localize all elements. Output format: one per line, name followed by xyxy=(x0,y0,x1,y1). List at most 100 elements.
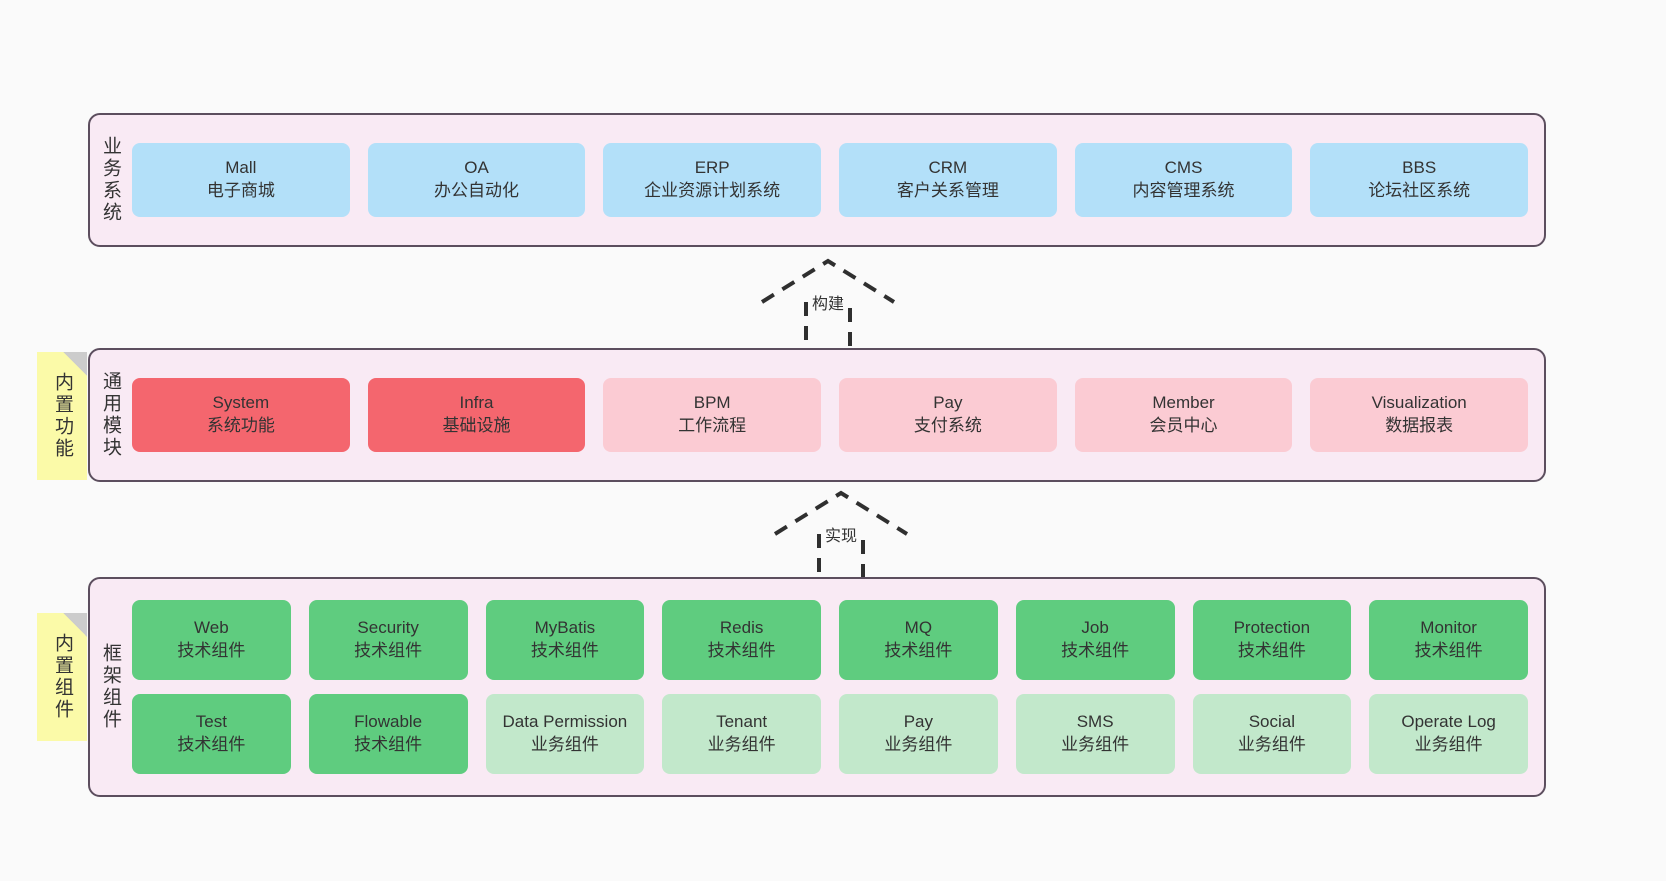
module-card-subtitle: 基础设施 xyxy=(442,416,511,435)
component-card-title: Web xyxy=(194,618,229,638)
component-card-protection[interactable]: Protection 技术组件 xyxy=(1192,600,1352,680)
component-card-title: Flowable xyxy=(354,712,423,732)
component-card-data-permission[interactable]: Data Permission 业务组件 xyxy=(485,694,645,774)
component-card-title: Protection xyxy=(1233,618,1311,638)
module-card-title: Mall xyxy=(225,158,257,178)
module-card-title: CRM xyxy=(928,158,968,178)
component-card-web[interactable]: Web 技术组件 xyxy=(132,600,291,680)
layer-framework-components: 框架组件 Web 技术组件 Security 技术组件 MyBatis 技术组件… xyxy=(88,577,1546,797)
arrow-shaft-shape xyxy=(817,534,865,584)
component-card-pay[interactable]: Pay 业务组件 xyxy=(839,694,998,774)
component-card-sms[interactable]: SMS 业务组件 xyxy=(1015,694,1175,774)
layer-row: System 系统功能 Infra 基础设施 BPM 工作流程 Pay 支付系统… xyxy=(132,378,1529,452)
layer-row: Web 技术组件 Security 技术组件 MyBatis 技术组件 Redi… xyxy=(132,600,1528,680)
component-card-subtitle: 业务组件 xyxy=(1237,735,1306,754)
connector-implement: 实现 xyxy=(773,490,909,584)
component-card-subtitle: 业务组件 xyxy=(707,735,776,754)
module-card-subtitle: 数据报表 xyxy=(1385,416,1454,435)
module-card-subtitle: 论坛社区系统 xyxy=(1368,181,1471,200)
component-card-title: Data Permission xyxy=(502,712,628,732)
module-card-visualization[interactable]: Visualization 数据报表 xyxy=(1310,378,1529,452)
module-card-subtitle: 客户关系管理 xyxy=(896,181,999,200)
module-card-title: BPM xyxy=(693,393,731,413)
component-card-subtitle: 技术组件 xyxy=(884,641,953,660)
layer-title-business-systems: 业务系统 xyxy=(99,136,121,224)
arrow-shaft-shape xyxy=(804,302,852,352)
module-card-member[interactable]: Member 会员中心 xyxy=(1074,378,1293,452)
component-card-redis[interactable]: Redis 技术组件 xyxy=(662,600,821,680)
module-card-subtitle: 电子商城 xyxy=(206,181,275,200)
component-card-subtitle: 技术组件 xyxy=(354,641,423,660)
connector-label-implement: 实现 xyxy=(821,522,861,546)
note-builtin-components: 内置组件 xyxy=(37,613,87,741)
note-fold-corner-icon xyxy=(63,613,87,637)
module-card-title: Infra xyxy=(459,393,494,413)
connector-build: 构建 xyxy=(760,258,896,352)
component-card-title: Pay xyxy=(903,712,934,732)
component-card-title: Tenant xyxy=(716,712,768,732)
component-card-security[interactable]: Security 技术组件 xyxy=(308,600,468,680)
layer-row: Test 技术组件 Flowable 技术组件 Data Permission … xyxy=(132,694,1528,774)
module-card-infra[interactable]: Infra 基础设施 xyxy=(367,378,586,452)
module-card-erp[interactable]: ERP 企业资源计划系统 xyxy=(603,143,822,217)
note-label: 内置组件 xyxy=(51,633,73,721)
component-card-mq[interactable]: MQ 技术组件 xyxy=(839,600,998,680)
component-card-title: MyBatis xyxy=(534,618,596,638)
module-card-title: System xyxy=(212,393,270,413)
component-card-subtitle: 业务组件 xyxy=(530,735,599,754)
note-fold-corner-icon xyxy=(63,352,87,376)
module-card-oa[interactable]: OA 办公自动化 xyxy=(367,143,586,217)
component-card-subtitle: 技术组件 xyxy=(1061,641,1130,660)
module-card-subtitle: 系统功能 xyxy=(206,416,275,435)
module-card-bpm[interactable]: BPM 工作流程 xyxy=(603,378,822,452)
layer-common-modules: 通用模块 System 系统功能 Infra 基础设施 BPM 工作流程 Pay… xyxy=(88,348,1546,482)
component-card-title: Operate Log xyxy=(1401,712,1496,732)
module-card-title: Member xyxy=(1152,393,1215,413)
component-card-title: Redis xyxy=(719,618,764,638)
component-card-title: Security xyxy=(357,618,419,638)
component-card-job[interactable]: Job 技术组件 xyxy=(1015,600,1175,680)
component-card-subtitle: 技术组件 xyxy=(1237,641,1306,660)
component-card-title: MQ xyxy=(904,618,933,638)
component-card-flowable[interactable]: Flowable 技术组件 xyxy=(308,694,468,774)
arrowhead-shape xyxy=(760,258,896,304)
module-card-title: Pay xyxy=(933,393,963,413)
module-card-mall[interactable]: Mall 电子商城 xyxy=(132,143,350,217)
module-card-subtitle: 会员中心 xyxy=(1149,416,1218,435)
module-card-bbs[interactable]: BBS 论坛社区系统 xyxy=(1310,143,1529,217)
layer-body-common-modules: System 系统功能 Infra 基础设施 BPM 工作流程 Pay 支付系统… xyxy=(130,350,1544,480)
module-card-title: CMS xyxy=(1164,158,1203,178)
component-card-title: Monitor xyxy=(1420,618,1477,638)
module-card-title: Visualization xyxy=(1371,393,1467,413)
component-card-operate-log[interactable]: Operate Log 业务组件 xyxy=(1369,694,1528,774)
component-card-subtitle: 技术组件 xyxy=(707,641,776,660)
layer-row: Mall 电子商城 OA 办公自动化 ERP 企业资源计划系统 CRM 客户关系… xyxy=(132,143,1529,217)
layer-business-systems: 业务系统 Mall 电子商城 OA 办公自动化 ERP 企业资源计划系统 CRM… xyxy=(88,113,1546,247)
component-card-subtitle: 技术组件 xyxy=(354,735,423,754)
module-card-system[interactable]: System 系统功能 xyxy=(132,378,350,452)
layer-body-business-systems: Mall 电子商城 OA 办公自动化 ERP 企业资源计划系统 CRM 客户关系… xyxy=(130,115,1544,245)
component-card-social[interactable]: Social 业务组件 xyxy=(1192,694,1352,774)
module-card-subtitle: 工作流程 xyxy=(678,416,747,435)
module-card-subtitle: 内容管理系统 xyxy=(1132,181,1235,200)
layer-title-framework-components: 框架组件 xyxy=(99,643,121,731)
module-card-title: BBS xyxy=(1402,158,1437,178)
module-card-subtitle: 企业资源计划系统 xyxy=(644,181,781,200)
module-card-subtitle: 办公自动化 xyxy=(434,181,519,200)
module-card-pay[interactable]: Pay 支付系统 xyxy=(839,378,1057,452)
component-card-subtitle: 业务组件 xyxy=(1414,735,1483,754)
component-card-tenant[interactable]: Tenant 业务组件 xyxy=(662,694,821,774)
module-card-cms[interactable]: CMS 内容管理系统 xyxy=(1074,143,1293,217)
component-card-mybatis[interactable]: MyBatis 技术组件 xyxy=(485,600,645,680)
component-card-subtitle: 技术组件 xyxy=(177,735,246,754)
component-card-subtitle: 业务组件 xyxy=(884,735,953,754)
component-card-test[interactable]: Test 技术组件 xyxy=(132,694,291,774)
component-card-monitor[interactable]: Monitor 技术组件 xyxy=(1369,600,1528,680)
module-card-title: ERP xyxy=(694,158,730,178)
layer-title-common-modules: 通用模块 xyxy=(99,371,121,459)
component-card-title: SMS xyxy=(1076,712,1114,732)
module-card-title: OA xyxy=(464,158,489,178)
module-card-crm[interactable]: CRM 客户关系管理 xyxy=(839,143,1057,217)
component-card-subtitle: 技术组件 xyxy=(530,641,599,660)
